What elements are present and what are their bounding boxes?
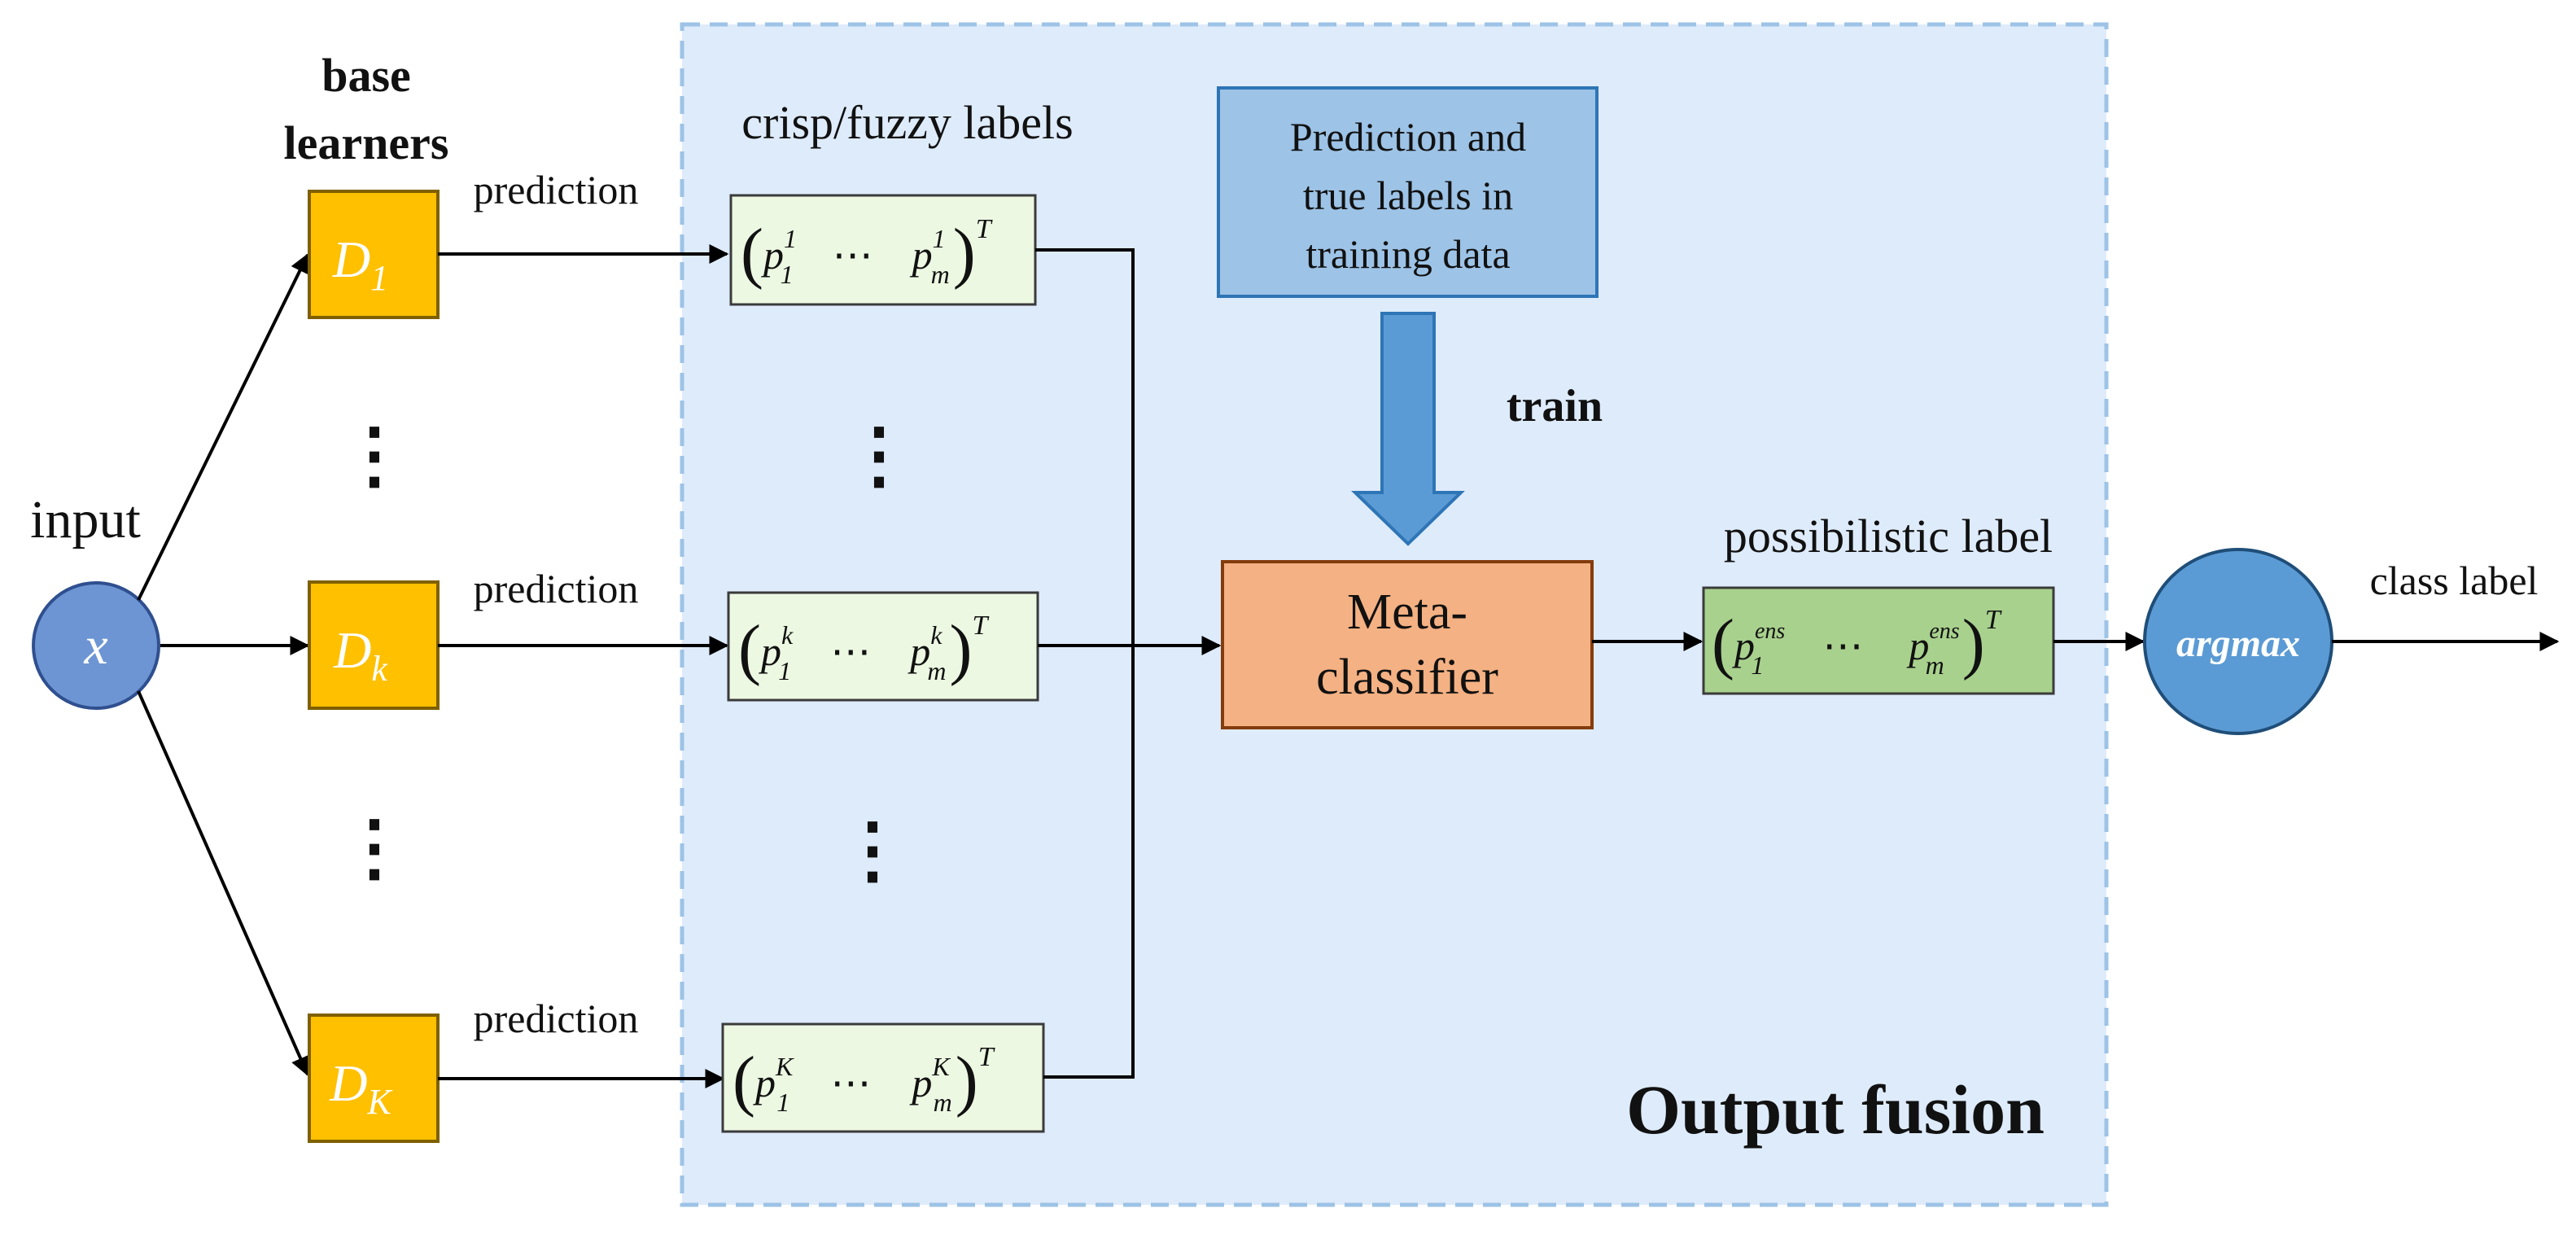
prediction-label-1: prediction — [474, 167, 639, 212]
labels-ellipsis-lower: ⋮ — [836, 811, 909, 891]
training-data-box — [1217, 86, 1599, 298]
meta-classifier-box — [1221, 560, 1594, 729]
base-learner-1-label: D1 — [332, 230, 388, 298]
class-label-text: class label — [2370, 558, 2539, 603]
arrow-input-to-learner-1 — [137, 252, 309, 601]
input-title: input — [30, 490, 141, 549]
learners-ellipsis-lower: ⋮ — [338, 808, 411, 889]
crisp-fuzzy-labels-title: crisp/fuzzy labels — [741, 96, 1073, 149]
base-learners-title-line1: base — [321, 49, 411, 102]
training-data-line2: true labels in — [1303, 173, 1513, 218]
train-arrow — [1351, 312, 1465, 546]
base-learner-k-label: Dk — [333, 621, 388, 689]
possibilistic-label-title: possibilistic label — [1724, 510, 2053, 563]
base-learner-1 — [308, 190, 440, 319]
input-symbol: x — [83, 616, 107, 676]
base-learner-K — [308, 1014, 440, 1143]
training-data-line1: Prediction and — [1290, 114, 1526, 160]
learners-ellipsis-upper: ⋮ — [338, 416, 411, 497]
meta-classifier-line2: classifier — [1316, 650, 1498, 705]
training-data-line3: training data — [1305, 231, 1510, 277]
input-node — [32, 581, 160, 710]
labels-ellipsis-upper: ⋮ — [842, 416, 916, 497]
output-fusion-title: Output fusion — [1626, 1070, 2045, 1149]
argmax-label: argmax — [2176, 622, 2300, 665]
label-box-k — [727, 591, 1039, 702]
base-learner-K-label: DK — [329, 1054, 393, 1122]
prediction-label-K: prediction — [474, 996, 639, 1041]
prediction-label-k: prediction — [474, 566, 639, 611]
ensemble-label-box — [1702, 586, 2055, 695]
base-learners-title-line2: learners — [284, 116, 449, 169]
base-learner-k — [308, 580, 440, 710]
train-label: train — [1507, 381, 1603, 431]
arrow-input-to-learner-K — [137, 690, 310, 1077]
connector-label-1-to-bus — [1035, 248, 1135, 1079]
meta-classifier-line1: Meta- — [1347, 584, 1467, 640]
